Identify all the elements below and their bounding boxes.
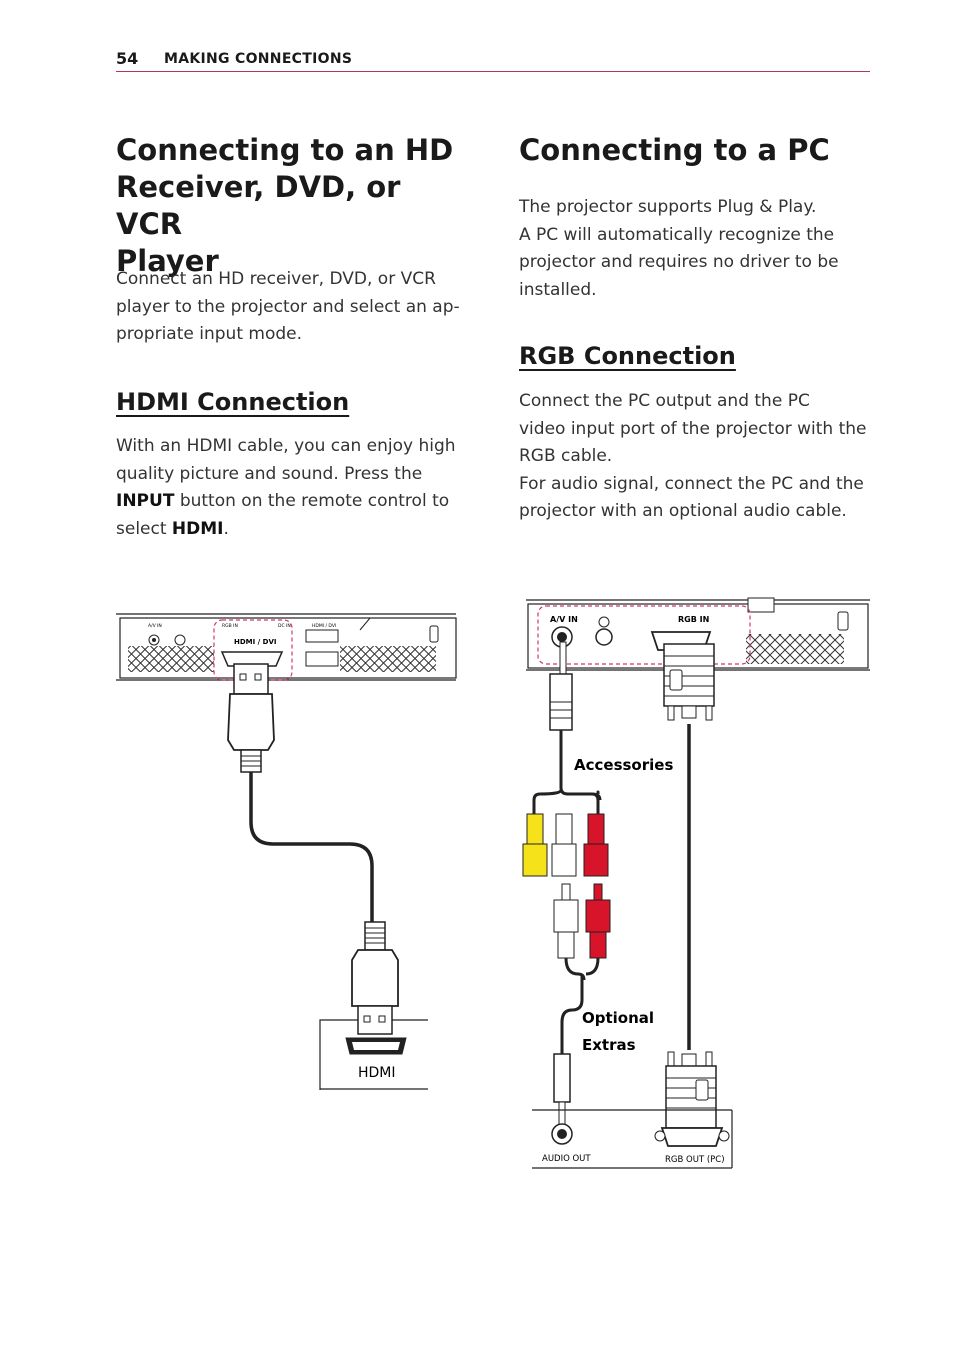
audio-plug — [551, 1053, 573, 1145]
right-intro-line: The projector supports Plug & Play. — [519, 197, 817, 217]
left-title: Connecting to an HD Receiver, DVD, or VC… — [116, 132, 476, 280]
hdmi-dvi-port-label: HDMI / DVI — [234, 638, 277, 646]
hdmi-cable — [249, 772, 374, 922]
input-keyword: INPUT — [116, 491, 175, 511]
hdmi-text-line: With an HDMI cable, you can enjoy high — [116, 436, 456, 456]
rca-plug-red-lower — [585, 883, 611, 959]
audio-out-label: AUDIO OUT — [542, 1154, 591, 1164]
hdmi-port-icon — [220, 651, 284, 667]
hdmi-text: With an HDMI cable, you can enjoy high q… — [116, 433, 476, 543]
left-title-line: Player — [116, 244, 219, 278]
projector-panel: A/V IN RGB IN DC IN HDMI / DVI — [116, 613, 457, 681]
av-plug — [549, 641, 573, 731]
hdmi-plug-bottom — [351, 921, 399, 1035]
right-title: Connecting to a PC — [519, 133, 830, 167]
rgb-text: Connect the PC output and the PC video i… — [519, 388, 879, 526]
rgb-out-label: RGB OUT (PC) — [665, 1155, 725, 1165]
rgb-in-label: RGB IN — [678, 615, 709, 624]
left-intro-line: player to the projector and select an ap… — [116, 296, 460, 317]
hdmi-text-line: select HDMI. — [116, 516, 476, 544]
hdmi-text-line: quality picture and sound. Press the — [116, 463, 423, 484]
device-hdmi-panel: HDMI — [319, 1019, 428, 1090]
left-intro-line: Connect an HD receiver, DVD, or VCR — [116, 269, 436, 289]
hdmi-plug-top — [227, 663, 275, 773]
pc-connection-diagram: A/V IN RGB IN Accessories Optional Ext — [522, 597, 870, 1169]
rca-plug-white-lower — [553, 883, 579, 959]
extras-label: Extras — [582, 1036, 636, 1054]
right-intro-line: projector and requires no driver to be — [519, 252, 839, 272]
hdmi-text-fragment: . — [223, 518, 229, 539]
vga-plug-bottom — [654, 1051, 730, 1147]
hdmi-connection-diagram: A/V IN RGB IN DC IN HDMI / DVI HDMI / DV… — [116, 613, 457, 1090]
hdmi-text-fragment: button on the remote control to — [174, 491, 450, 511]
hdmi-dvi-small-label: HDMI / DVI — [312, 623, 336, 629]
rgb-text-line: For audio signal, connect the PC and the — [519, 473, 864, 494]
hdmi-heading: HDMI Connection — [116, 388, 350, 416]
rgb-text-line: projector with an optional audio cable. — [519, 501, 847, 521]
rgb-text-line: RGB cable. — [519, 446, 613, 466]
left-intro: Connect an HD receiver, DVD, or VCR play… — [116, 266, 476, 349]
rca-plug-red — [583, 813, 609, 877]
av-in-small-label: A/V IN — [148, 623, 162, 629]
pc-panel: AUDIO OUT RGB OUT (PC) — [532, 1109, 733, 1169]
hdmi-keyword: HDMI — [171, 518, 224, 539]
page-number: 54 — [116, 49, 139, 68]
right-intro-line: installed. — [519, 279, 597, 300]
accessories-label: Accessories — [574, 756, 673, 774]
right-intro-line: A PC will automatically recognize the — [519, 224, 835, 245]
vga-plug-top — [663, 643, 715, 721]
dc-in-small-label: DC IN — [278, 623, 291, 629]
right-intro: The projector supports Plug & Play. A PC… — [519, 194, 879, 304]
rca-plug-yellow — [522, 813, 548, 877]
left-title-line: Connecting to an HD — [116, 133, 454, 167]
left-title-line: Receiver, DVD, or VCR — [116, 170, 401, 241]
left-intro-line: propriate input mode. — [116, 324, 303, 344]
section-name: MAKING CONNECTIONS — [164, 51, 353, 67]
device-hdmi-label: HDMI — [358, 1065, 396, 1081]
optional-label: Optional — [582, 1009, 654, 1027]
rca-plug-white — [551, 813, 577, 877]
rgb-heading: RGB Connection — [519, 342, 736, 370]
page-header: 54 MAKING CONNECTIONS — [116, 49, 870, 72]
rgb-in-small-label: RGB IN — [222, 623, 238, 629]
rgb-text-line: video input port of the projector with t… — [519, 418, 867, 439]
hdmi-text-fragment: select — [116, 518, 172, 539]
hdmi-text-line: INPUT button on the remote control to — [116, 488, 476, 516]
av-in-label: A/V IN — [550, 615, 578, 624]
rgb-text-line: Connect the PC output and the PC — [519, 391, 810, 411]
